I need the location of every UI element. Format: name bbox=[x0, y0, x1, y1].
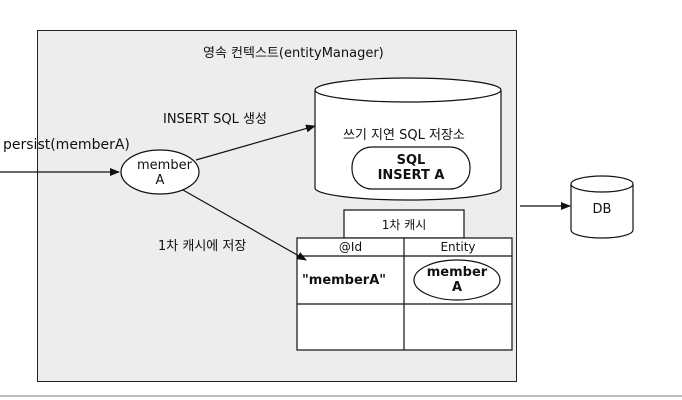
db-label: DB bbox=[592, 202, 612, 217]
insert-sql-label: INSERT SQL 생성 bbox=[163, 112, 267, 127]
sql-insert-block bbox=[351, 146, 471, 190]
context-title: 영속 컨텍스트(entityManager) bbox=[203, 46, 384, 61]
cache-column-id: @Id bbox=[338, 240, 363, 254]
persist-call-label: persist(memberA) bbox=[3, 137, 130, 153]
insert-sql-arrow bbox=[195, 124, 316, 161]
entity-member-a bbox=[120, 149, 200, 195]
cached-entity-member-a bbox=[413, 259, 501, 301]
bottom-divider bbox=[0, 395, 682, 397]
cached-entity-id: A bbox=[451, 280, 463, 295]
cache-title: 1차 캐시 bbox=[381, 218, 427, 232]
cache-row-id: "memberA" bbox=[302, 273, 387, 288]
entity-label-name: member bbox=[137, 158, 192, 173]
cache-column-entity: Entity bbox=[440, 240, 476, 254]
cached-entity-name: member bbox=[426, 265, 488, 280]
entity-label-id: A bbox=[155, 173, 165, 188]
cache-store-arrow bbox=[182, 189, 307, 261]
sql-block-line1: SQL bbox=[396, 153, 426, 168]
sql-block-line2: INSERT A bbox=[377, 168, 445, 183]
write-store-title: 쓰기 지연 SQL 저장소 bbox=[343, 128, 465, 143]
database bbox=[570, 175, 634, 239]
cache-store-label: 1차 캐시에 저장 bbox=[158, 239, 247, 254]
